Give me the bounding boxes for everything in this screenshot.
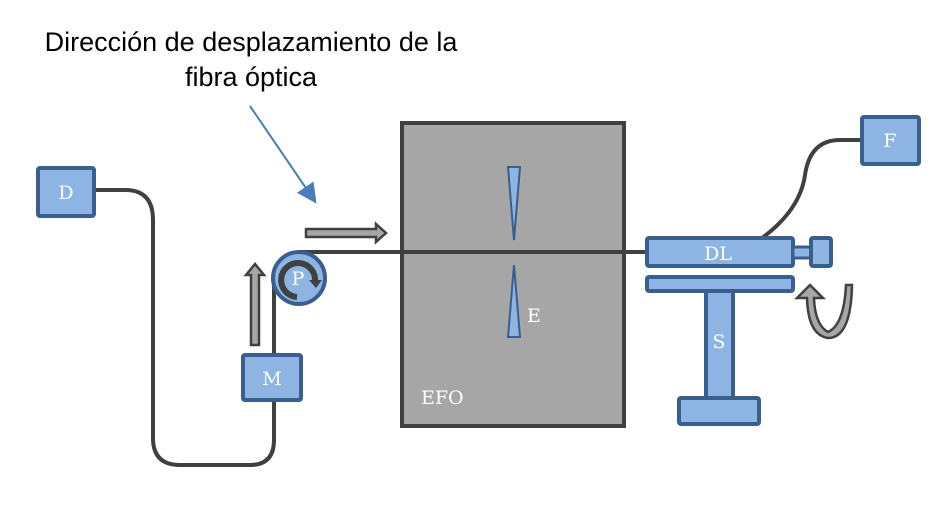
fiber-d-to-m [94,188,276,467]
label-m: M [262,368,281,390]
box-f [860,115,921,166]
label-f: F [883,130,896,152]
title-line-2: fibra óptica [185,62,318,92]
box-m [241,353,303,402]
box-d [36,166,96,218]
dl-connector [791,245,813,260]
electrode-bottom [506,264,522,338]
label-e: E [527,305,541,327]
rotation-arrowhead-icon [309,280,322,288]
fiber-dl-to-f [760,138,862,240]
direction-arrow-up [243,262,267,347]
label-efo: EFO [421,387,464,409]
label-d: D [58,182,73,204]
stand-base [677,396,761,426]
rotation-icon [278,260,319,300]
dl-knob [809,236,833,268]
label-p: P [292,268,305,290]
label-s: S [712,331,725,353]
rotation-arrow-icon [793,283,854,340]
title-line-1: Dirección de desplazamiento de la [45,27,459,57]
pointer-arrow [249,105,317,204]
electrode-top [506,166,522,241]
direction-arrow-right [304,221,388,245]
label-dl: DL [704,243,732,265]
stage-plate [645,275,795,293]
